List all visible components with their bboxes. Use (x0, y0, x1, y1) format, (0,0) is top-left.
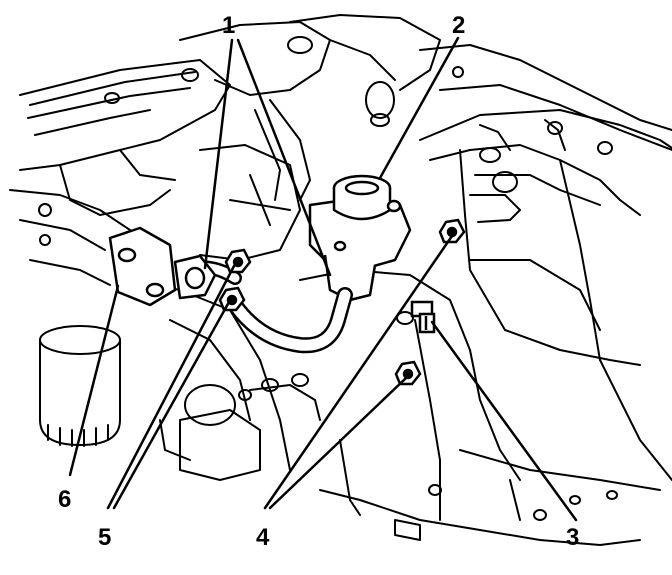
callout-6: 6 (58, 486, 71, 513)
leader-lines (68, 36, 578, 522)
callout-1: 1 (222, 12, 235, 39)
callout-4: 4 (256, 524, 270, 551)
leader-5a (106, 264, 236, 510)
bolt-3 (410, 300, 436, 334)
exhaust-flange (108, 226, 217, 307)
engine-block-artwork (9, 14, 672, 546)
callout-labels: 1 2 3 4 5 6 (58, 12, 579, 551)
nut-4-upper (438, 218, 466, 244)
fasteners (218, 218, 466, 386)
callout-5: 5 (98, 524, 111, 551)
leader-1b (236, 38, 332, 277)
leader-5b (112, 300, 231, 510)
callout-3: 3 (566, 524, 579, 551)
callout-2: 2 (452, 12, 465, 39)
leader-6 (68, 284, 120, 477)
leader-4a (263, 234, 454, 510)
egr-valve (308, 174, 412, 302)
leader-3 (430, 320, 578, 522)
leader-4b (268, 376, 408, 510)
leader-1a (203, 38, 234, 270)
leader-2 (378, 36, 460, 180)
nut-5-upper (224, 248, 252, 274)
egr-pipe (188, 260, 353, 354)
nut-5-lower (218, 286, 246, 312)
nut-4-lower (394, 360, 422, 386)
